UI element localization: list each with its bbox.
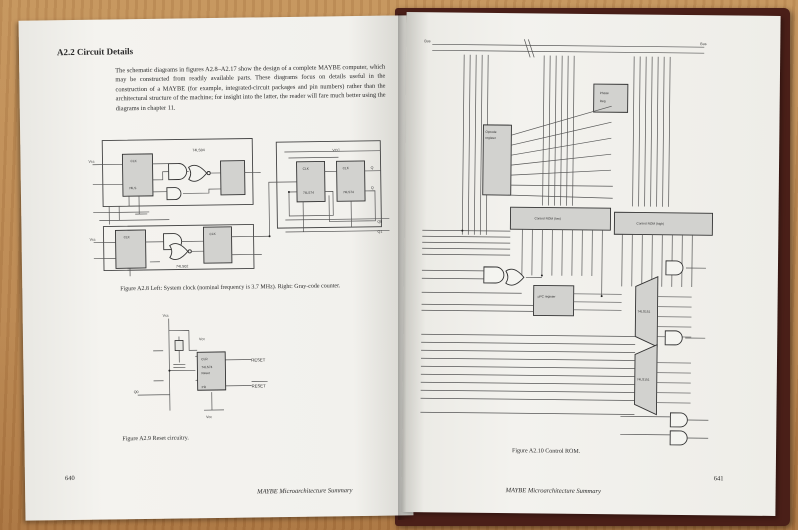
svg-text:CLK: CLK [209,232,216,236]
figure-a29-caption: Figure A2.9 Reset circuitry. [122,435,189,443]
figure-a29-schematic: CLR 74LS74 Reset PR RESET RESET Vcc Vcc … [134,314,268,419]
q0-label: Q0 [377,220,382,224]
svg-text:CLR: CLR [201,357,208,361]
left-page-footer: MAYBE Microarchitecture Summary [257,487,353,496]
svg-text:74LS74: 74LS74 [303,191,314,195]
svg-text:Q: Q [371,186,374,190]
figure-a28-schematic: CLK 74LS Vcc 74LS04 CLK CLK Vcc 74LS02 CL… [88,138,390,277]
svg-text:74LS74: 74LS74 [201,365,212,369]
svg-text:Opcode: Opcode [485,130,496,134]
right-page-footer: MAYBE Microarchitecture Summary [505,487,601,496]
section-title: A2.2 Circuit Details [56,46,134,58]
svg-text:74LS04: 74LS04 [192,148,204,152]
vcc-label: VCC [332,148,340,152]
svg-text:Vcc: Vcc [90,238,96,242]
svg-text:Vcc: Vcc [199,337,205,341]
mux-b-label: 74LS151 [637,377,650,381]
svg-text:Vcc: Vcc [88,160,94,164]
left-page: A2.2 Circuit Details The schematic diagr… [18,15,414,521]
svg-text:74LS02: 74LS02 [176,264,188,268]
upc-label: µPC register [538,294,557,298]
svg-text:Phase: Phase [600,91,609,95]
svg-text:CLK: CLK [130,159,137,163]
svg-text:74LS: 74LS [129,186,137,190]
svg-text:CLK: CLK [343,166,350,170]
svg-text:CLK: CLK [303,167,310,171]
svg-text:Vcc: Vcc [163,314,169,318]
body-paragraph: The schematic diagrams in figures A2.8–A… [115,63,386,113]
svg-text:Vcc: Vcc [206,415,212,419]
svg-text:Bus: Bus [424,39,430,43]
reset-label: RESET [251,357,265,362]
svg-text:74LS74: 74LS74 [343,190,354,194]
svg-text:Q0: Q0 [134,390,139,394]
svg-text:PR: PR [202,385,207,389]
rom-a-label: Control ROM (low) [534,216,560,220]
svg-text:Q: Q [371,166,374,170]
figure-a210-caption: Figure A2.10 Control ROM. [512,448,581,455]
reset-bar-label: RESET [252,383,266,388]
svg-text:Bus: Bus [700,42,706,46]
rom-b-label: Control ROM (high) [636,221,664,225]
right-page-number: 641 [713,475,724,483]
q1-label: Q1 [377,230,382,234]
mux-a-label: 74LS151 [637,309,650,313]
left-page-number: 640 [64,474,75,483]
svg-text:register: register [485,136,497,140]
svg-text:CLK: CLK [124,235,131,239]
svg-text:Reg: Reg [600,99,606,103]
figure-a28-caption: Figure A2.8 Left: System clock (nominal … [120,283,341,293]
svg-text:Reset: Reset [201,371,209,375]
